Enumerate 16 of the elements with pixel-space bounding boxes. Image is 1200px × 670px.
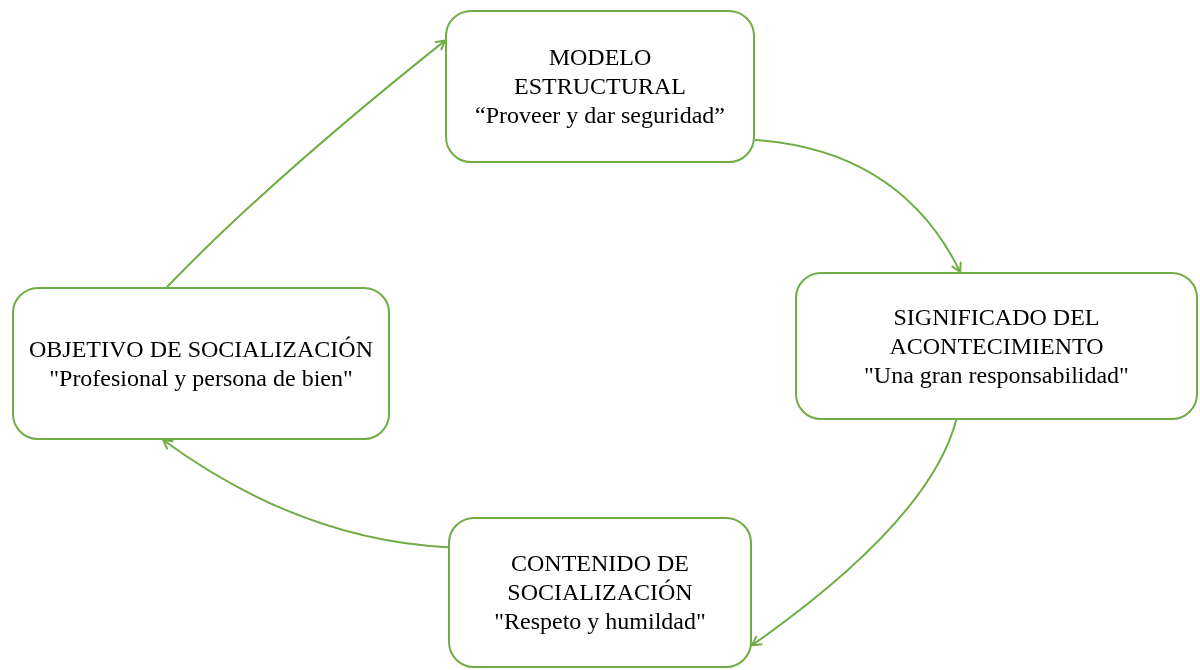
box-heading: MODELO ESTRUCTURAL xyxy=(513,43,687,101)
curved-arrow xyxy=(166,39,446,288)
box-quote: "Respeto y humildad" xyxy=(494,607,706,636)
curved-arrow xyxy=(754,139,962,273)
process-box xyxy=(445,10,755,163)
process-box xyxy=(795,272,1198,420)
curved-arrow xyxy=(751,419,958,647)
box-heading: CONTENIDO DE SOCIALIZACIÓN xyxy=(506,549,694,607)
process-box xyxy=(448,517,752,668)
box-heading: OBJETIVO DE SOCIALIZACIÓN xyxy=(29,334,373,364)
box-quote: “Proveer y dar seguridad” xyxy=(475,101,725,130)
box-heading: SIGNIFICADO DEL ACONTECIMIENTO xyxy=(888,302,1105,361)
process-box xyxy=(12,287,390,440)
curved-arrow xyxy=(162,439,449,549)
box-quote: "Profesional y persona de bien" xyxy=(49,363,353,393)
box-quote: "Una gran responsabilidad" xyxy=(864,360,1129,390)
